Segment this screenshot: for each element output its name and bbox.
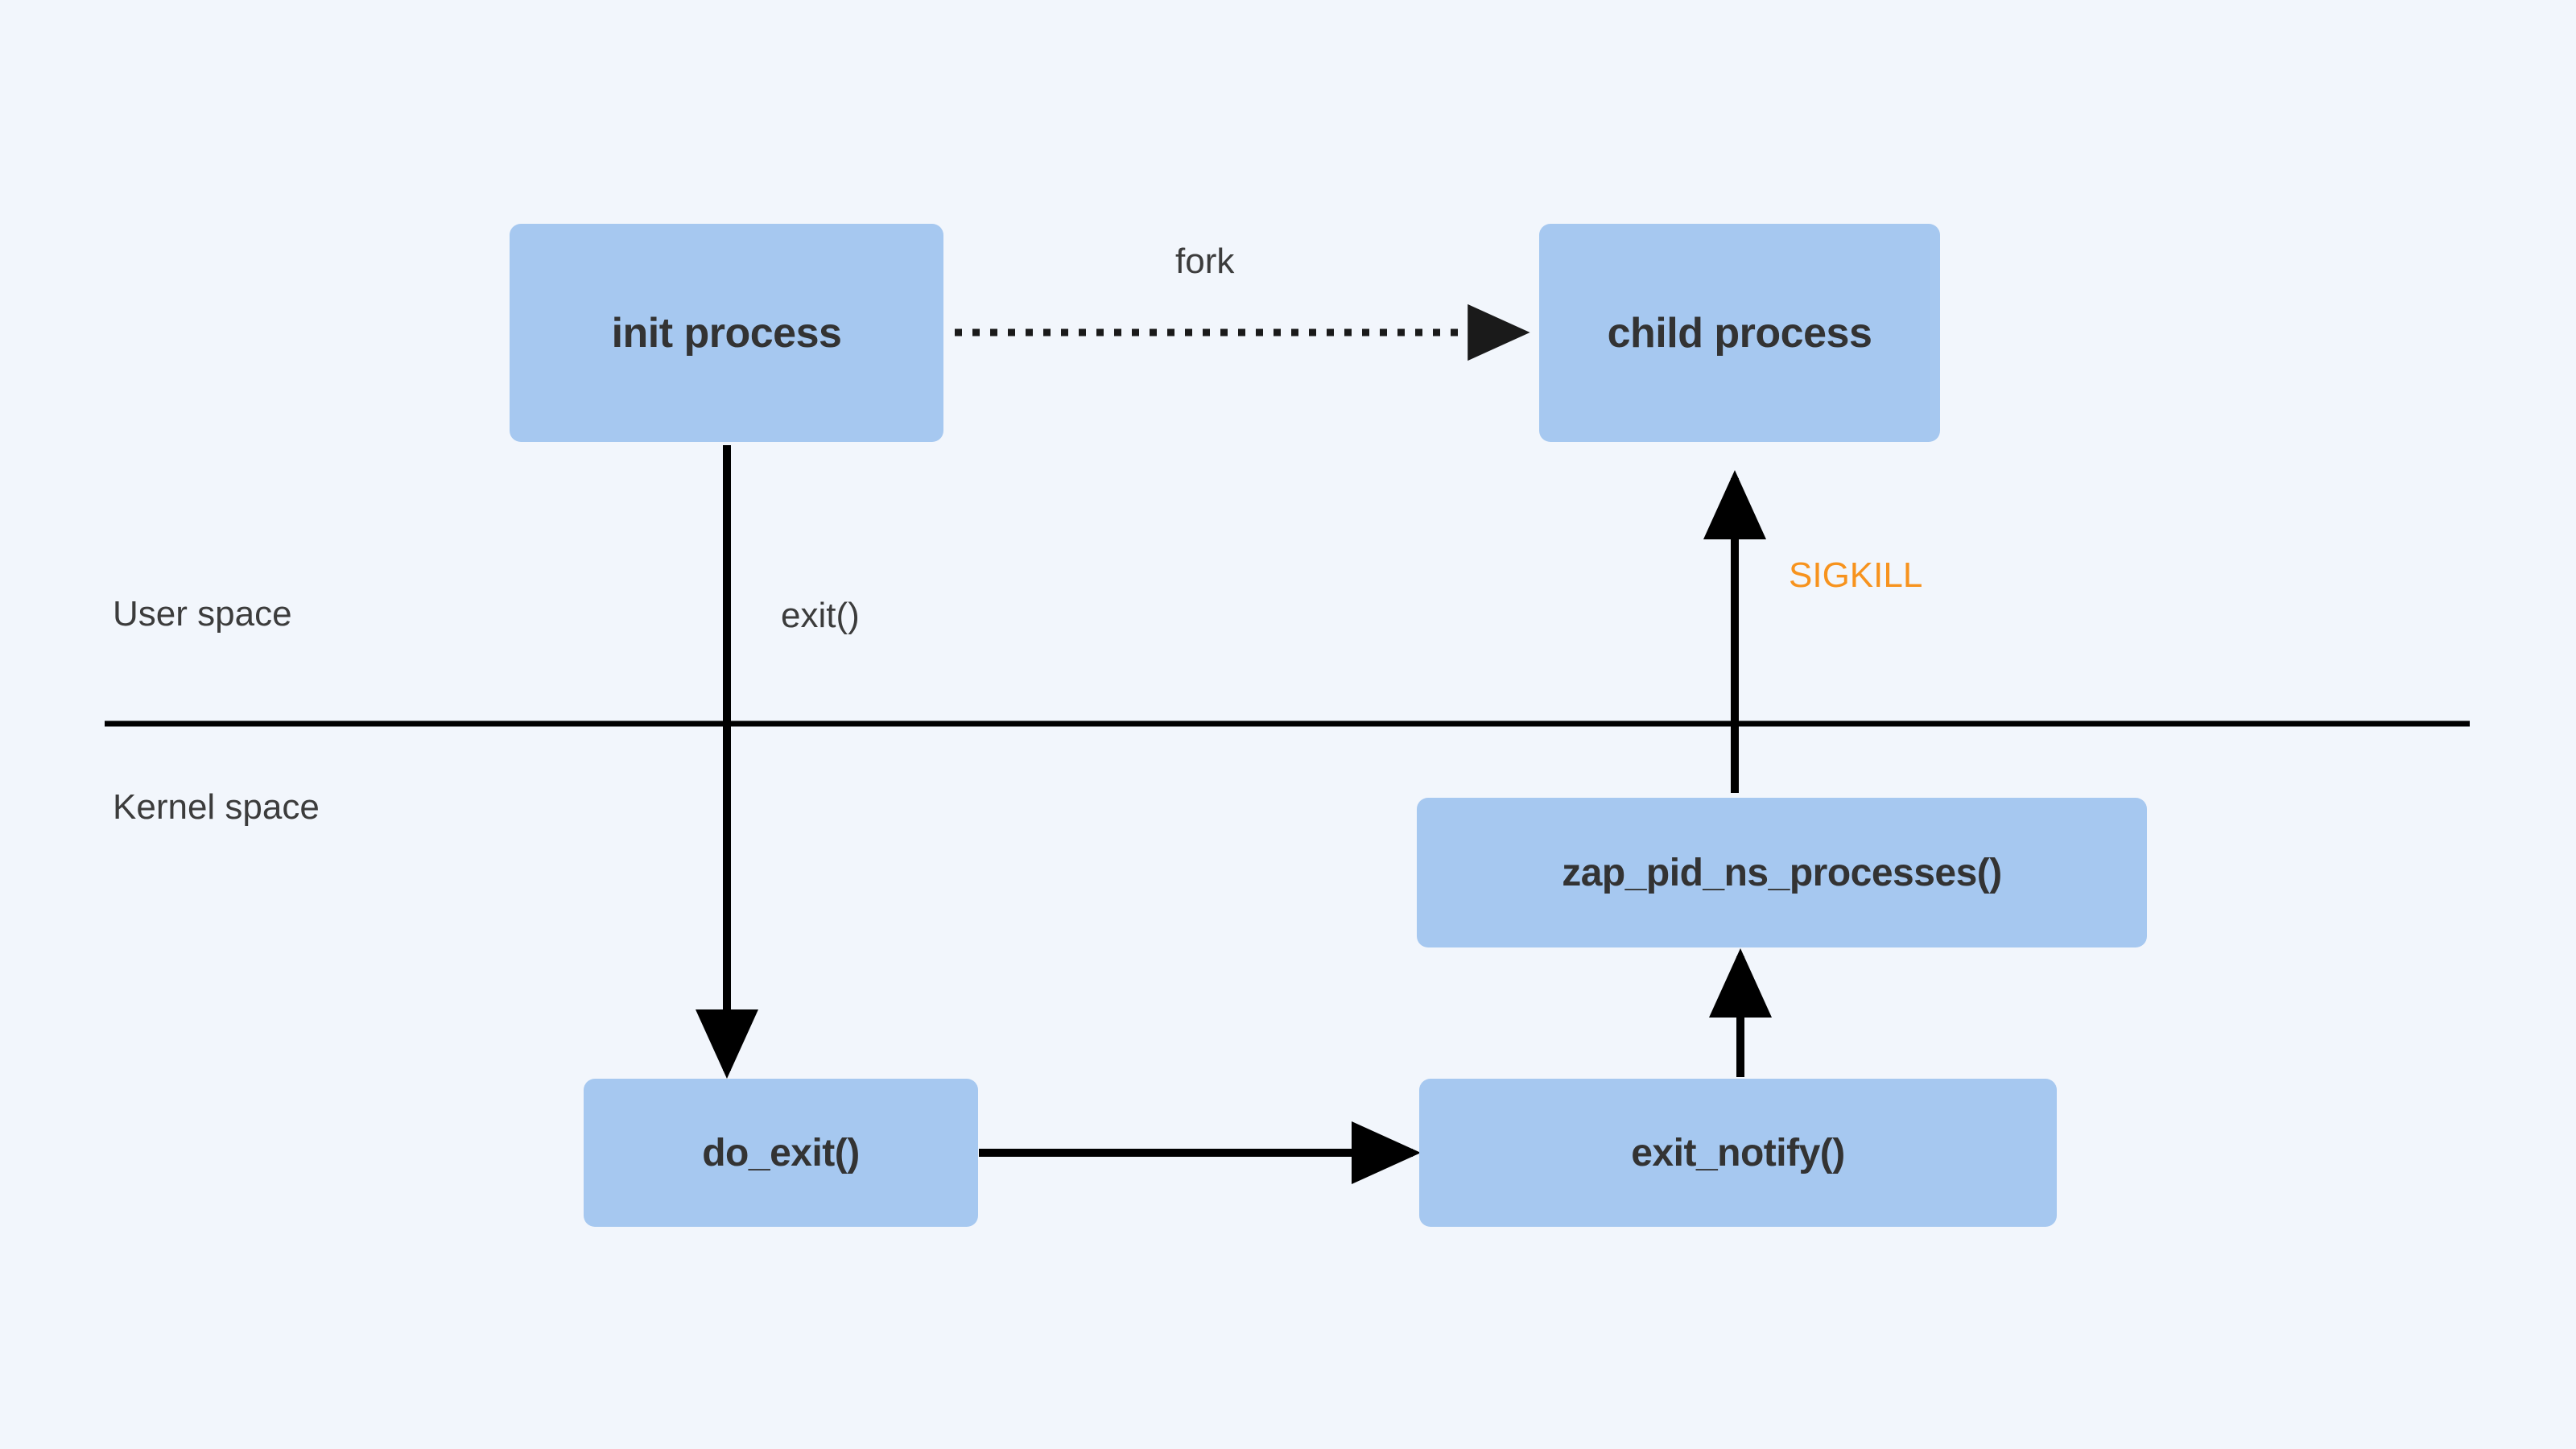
node-init-process-label: init process	[611, 309, 842, 357]
region-label-kernel-space: Kernel space	[113, 787, 320, 827]
node-zap-pid-ns-processes-label: zap_pid_ns_processes()	[1562, 851, 2002, 894]
node-do-exit-label: do_exit()	[702, 1131, 860, 1174]
node-exit-notify-label: exit_notify()	[1631, 1131, 1845, 1174]
region-label-user-space: User space	[113, 594, 292, 634]
edge-label-fork: fork	[1175, 242, 1235, 281]
node-do-exit[interactable]: do_exit()	[584, 1079, 978, 1227]
node-zap-pid-ns-processes[interactable]: zap_pid_ns_processes()	[1417, 798, 2147, 947]
node-exit-notify[interactable]: exit_notify()	[1419, 1079, 2057, 1227]
node-child-process-label: child process	[1607, 309, 1872, 357]
node-child-process[interactable]: child process	[1539, 224, 1940, 442]
edge-label-sigkill: SIGKILL	[1789, 555, 1923, 595]
node-init-process[interactable]: init process	[510, 224, 943, 442]
edge-label-exit: exit()	[781, 596, 860, 635]
